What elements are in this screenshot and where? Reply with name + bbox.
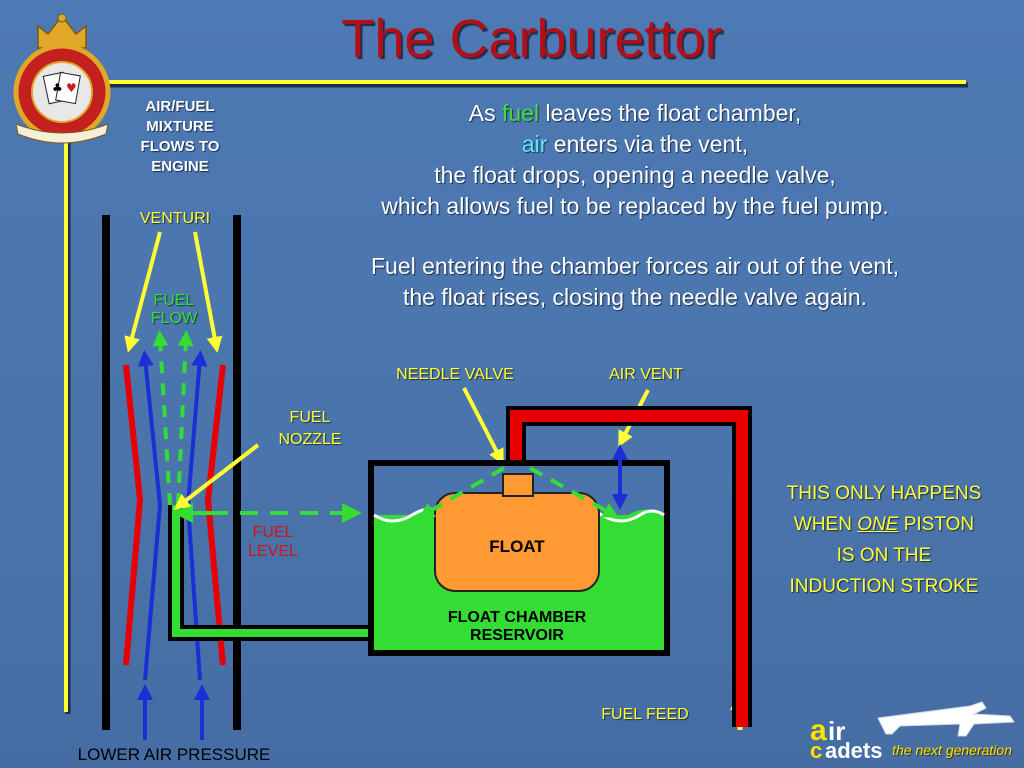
explanation-line-1: As fuel leaves the float chamber, xyxy=(468,100,802,126)
fuel-word: fuel xyxy=(502,100,540,126)
page-title: The Carburettor xyxy=(341,9,723,69)
explanation-line-2: air enters via the vent, xyxy=(521,131,749,157)
explanation-text: As fuel leaves the float chamber, air en… xyxy=(290,98,980,313)
venturi-red-right xyxy=(204,364,226,666)
squadron-badge: ♣ ♥ xyxy=(13,13,111,144)
fuel-flow-dash-right xyxy=(176,330,194,506)
needle-valve-pointer xyxy=(462,387,504,466)
fuel-level-label: FUEL LEVEL xyxy=(248,524,298,560)
explanation-line-6: the float rises, closing the needle valv… xyxy=(402,284,868,310)
fuel-feed-label: FUEL FEED xyxy=(601,706,689,723)
venturi-red-left xyxy=(123,364,144,666)
explanation-line-3: the float drops, opening a needle valve, xyxy=(434,162,836,188)
fuel-dash-right xyxy=(529,466,619,518)
needle-stem xyxy=(502,473,534,497)
aircraft-icon xyxy=(877,701,1015,737)
venturi-label: VENTURI xyxy=(139,210,211,227)
float-chamber-label: FLOAT CHAMBER RESERVOIR xyxy=(447,609,587,644)
svg-text:♣: ♣ xyxy=(52,81,63,95)
fuel-dash-left xyxy=(418,466,506,519)
fuel-pipe-inner xyxy=(172,505,372,637)
induction-note: THIS ONLY HAPPENS WHEN ONE PISTON IS ON … xyxy=(786,483,982,597)
motto-scroll xyxy=(15,123,109,144)
lower-air-pressure-label: LOWER AIR PRESSURE xyxy=(77,745,271,764)
crown-icon xyxy=(37,13,87,49)
svg-text:ir: ir xyxy=(828,716,845,746)
one-emphasis: ONE xyxy=(857,514,899,535)
needle-valve-label: NEEDLE VALVE xyxy=(396,366,514,383)
air-cadets-logo: a ir c adets xyxy=(810,701,1015,763)
airflow-left xyxy=(137,350,163,681)
fuel-flow-label: FUEL FLOW xyxy=(150,292,198,327)
fuel-feed-pipe xyxy=(510,410,748,727)
air-fuel-mixture-label: AIR/FUEL MIXTURE FLOWS TO ENGINE xyxy=(140,98,220,175)
venturi-pointer-left xyxy=(124,231,162,353)
float-label: FLOAT xyxy=(489,537,545,556)
brand-tagline: the next generation xyxy=(892,742,1012,758)
svg-text:a: a xyxy=(810,714,827,747)
fuel-flow-dash-left xyxy=(152,330,172,506)
nozzle-pointer xyxy=(173,443,260,510)
svg-text:♥: ♥ xyxy=(66,81,77,95)
svg-text:c: c xyxy=(810,738,822,763)
air-vent-label: AIR VENT xyxy=(609,366,683,383)
svg-text:adets: adets xyxy=(825,738,882,763)
air-word: air xyxy=(521,131,548,157)
fuel-nozzle-label: FUEL NOZZLE xyxy=(278,409,342,448)
explanation-line-4: which allows fuel to be replaced by the … xyxy=(381,193,889,219)
explanation-line-5: Fuel entering the chamber forces air out… xyxy=(370,253,899,279)
venturi-pointer-right xyxy=(193,231,223,353)
